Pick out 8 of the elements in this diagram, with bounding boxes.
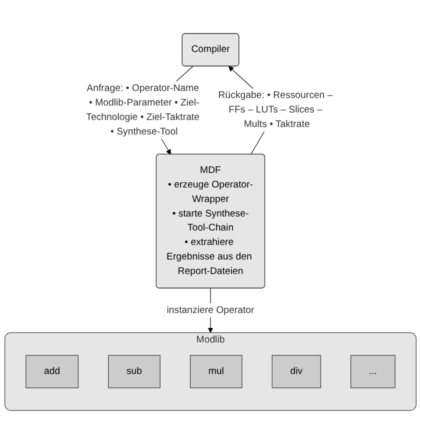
node-box: div — [272, 354, 321, 388]
node-box: ... — [350, 354, 396, 388]
edge-label: Rückgabe: • Ressourcen – FFs – LUTs – Slices – Mults • Taktrate — [218, 90, 333, 130]
node-box: sub — [108, 354, 160, 388]
edge-label: Anfrage: • Operator-Name • Modlib-Parameter • Ziel-Technologie • Ziel-Taktrate • Synthese-Tool — [86, 82, 200, 137]
node-box: add — [26, 354, 79, 388]
edge-label: instanziere Operator — [166, 304, 254, 316]
node-box: mul — [190, 354, 242, 388]
